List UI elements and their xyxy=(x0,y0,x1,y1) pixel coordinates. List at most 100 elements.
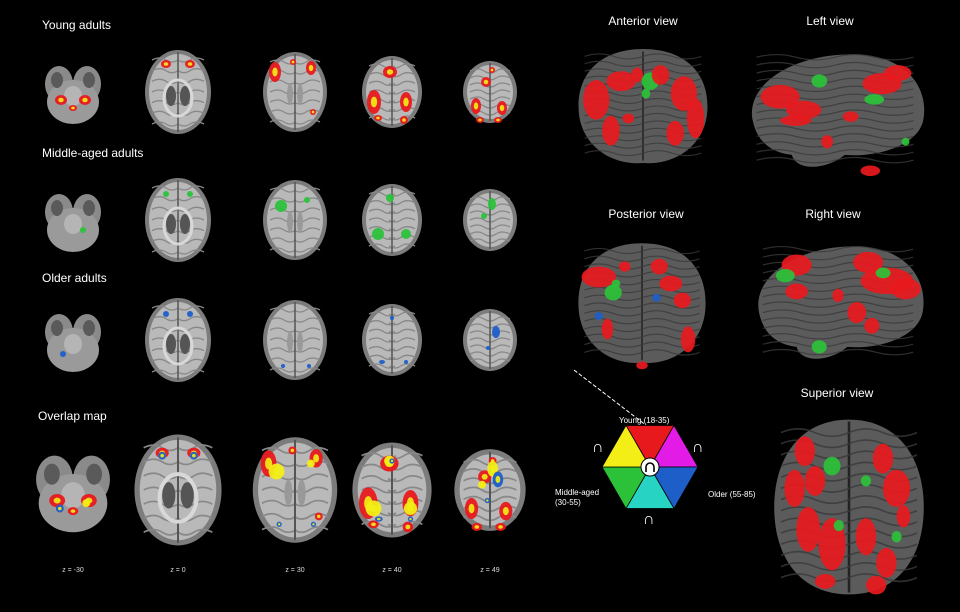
activation-cluster xyxy=(891,531,902,543)
row-label-young: Young adults xyxy=(42,18,111,32)
axial-slice xyxy=(463,189,517,251)
activation-cluster xyxy=(796,507,821,552)
activation-cluster xyxy=(80,227,86,233)
activation-cluster xyxy=(187,191,193,197)
z-label: z = 30 xyxy=(285,567,305,574)
activation-cluster xyxy=(650,258,668,275)
activation-cluster xyxy=(680,326,696,353)
activation-cluster xyxy=(815,573,836,589)
activation-cluster xyxy=(611,279,621,288)
right-view-label: Right view xyxy=(805,207,861,221)
axial-slice xyxy=(45,314,101,372)
activation-cluster xyxy=(853,251,884,273)
activation-cluster xyxy=(833,520,844,532)
activation-cluster xyxy=(864,317,880,334)
row-label-middle-aged: Middle-aged adults xyxy=(42,146,144,160)
z-label: z = 40 xyxy=(382,567,402,574)
axial-slice xyxy=(263,300,327,380)
legend-older-label: Older (55-85) xyxy=(708,490,756,499)
axial-slice xyxy=(36,455,110,533)
activation-cluster xyxy=(581,266,617,288)
activation-cluster xyxy=(875,267,891,279)
posterior-view-render xyxy=(578,243,706,370)
activation-cluster xyxy=(583,79,610,120)
activation-cluster xyxy=(304,197,310,203)
activation-cluster xyxy=(775,269,795,283)
activation-cluster xyxy=(281,364,285,368)
activation-cluster xyxy=(594,312,604,320)
activation-cluster xyxy=(785,283,808,300)
z-label: z = 49 xyxy=(480,567,500,574)
z-label: z = 0 xyxy=(170,567,186,574)
activation-cluster xyxy=(786,100,822,120)
legend-hex-segment xyxy=(601,424,651,468)
legend-center xyxy=(640,457,660,477)
activation-cluster xyxy=(686,98,705,139)
activation-cluster xyxy=(275,200,287,212)
activation-cluster xyxy=(855,518,877,556)
activation-cluster xyxy=(651,65,670,85)
axial-slice xyxy=(454,449,526,531)
activation-cluster xyxy=(866,575,887,595)
activation-cluster xyxy=(631,67,643,83)
activation-cluster xyxy=(372,228,384,240)
activation-cluster xyxy=(163,311,169,317)
axial-slice xyxy=(352,442,432,538)
axial-slice xyxy=(145,298,211,382)
activation-cluster xyxy=(492,326,500,338)
activation-cluster xyxy=(401,229,411,239)
intersection-symbol-right: ∩ xyxy=(692,439,704,456)
legend-middle-label-2: (30-55) xyxy=(555,498,581,507)
activation-cluster xyxy=(659,275,683,292)
superior-view-render xyxy=(774,419,924,595)
activation-cluster xyxy=(670,76,698,111)
intersection-glyph xyxy=(645,462,655,472)
axial-slice xyxy=(263,180,327,260)
activation-cluster xyxy=(404,360,408,364)
leader-line xyxy=(573,369,661,437)
axial-slice xyxy=(252,437,338,543)
activation-cluster xyxy=(884,65,912,81)
activation-cluster xyxy=(488,198,496,210)
activation-cluster xyxy=(673,292,691,309)
activation-cluster xyxy=(901,137,910,146)
legend-young-label: Young (18-35) xyxy=(619,416,670,425)
activation-cluster xyxy=(864,94,884,105)
axial-slice xyxy=(45,66,101,124)
activation-cluster xyxy=(163,191,169,197)
activation-cluster xyxy=(872,443,894,474)
activation-cluster xyxy=(606,71,636,92)
activation-cluster xyxy=(618,261,631,272)
activation-cluster xyxy=(823,456,841,476)
activation-cluster xyxy=(486,346,490,350)
activation-cluster xyxy=(883,469,911,507)
posterior-view-label: Posterior view xyxy=(608,207,684,221)
right-view-render xyxy=(758,245,924,359)
axial-slice xyxy=(362,56,422,128)
activation-cluster xyxy=(666,120,684,146)
activation-cluster xyxy=(890,278,921,300)
anterior-view-label: Anterior view xyxy=(608,14,678,28)
activation-cluster xyxy=(784,469,805,507)
activation-cluster xyxy=(780,115,812,126)
activation-cluster xyxy=(622,113,635,124)
intersection-symbol-left: ∩ xyxy=(592,439,604,456)
row-label-older: Older adults xyxy=(42,271,107,285)
axial-slice xyxy=(45,194,101,252)
anterior-view-render xyxy=(578,48,708,164)
activation-cluster xyxy=(821,135,834,149)
activation-cluster xyxy=(760,84,800,109)
activation-cluster xyxy=(636,361,648,370)
activation-cluster xyxy=(876,547,897,578)
activation-cluster xyxy=(818,518,846,571)
axial-slice xyxy=(362,304,422,376)
activation-cluster xyxy=(379,360,385,364)
activation-cluster xyxy=(804,466,826,496)
activation-cluster xyxy=(860,165,881,176)
superior-view-label: Superior view xyxy=(800,386,874,400)
activation-cluster xyxy=(860,475,872,487)
row-label-overlap: Overlap map xyxy=(38,409,107,423)
axial-slice xyxy=(463,61,517,123)
left-view-label: Left view xyxy=(806,14,854,28)
